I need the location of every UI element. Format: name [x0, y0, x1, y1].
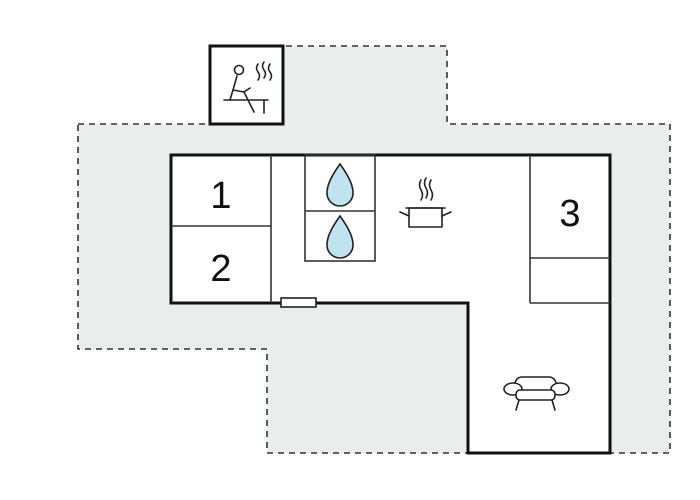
- room-number-2: 2: [210, 248, 231, 290]
- cooking-pot-icon: [399, 177, 452, 228]
- water-drop-icon-1: [326, 162, 354, 207]
- room-number-1: 1: [210, 175, 231, 217]
- door-icon: [280, 297, 317, 308]
- sauna-box: [208, 44, 285, 126]
- room-number-3: 3: [559, 193, 580, 235]
- water-drop-icon-2: [326, 214, 354, 259]
- interior-walls: [171, 154, 610, 304]
- armchair-icon: [503, 376, 570, 411]
- sauna-icon: [223, 61, 273, 114]
- house-outline: [169, 153, 612, 455]
